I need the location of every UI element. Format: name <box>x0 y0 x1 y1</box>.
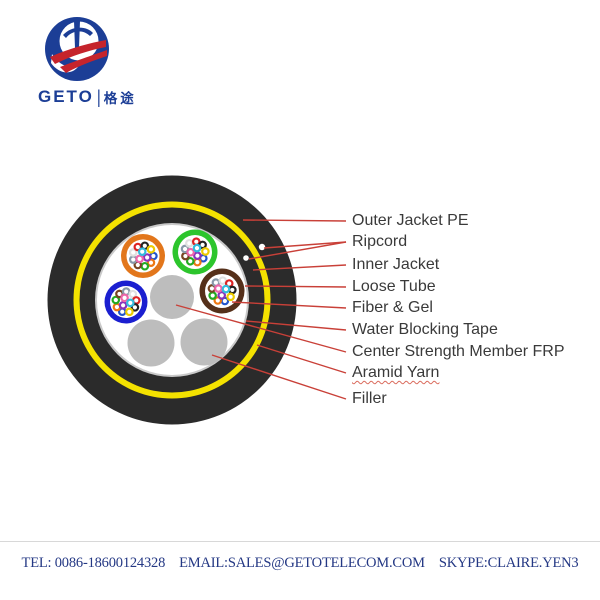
filler-right <box>180 318 228 366</box>
ripcord-dot <box>258 243 266 251</box>
fiber <box>128 289 138 299</box>
callout-line <box>248 241 347 260</box>
logo-red-swoosh-top <box>50 40 106 64</box>
logo-crossbar <box>63 27 93 38</box>
logo-emblem <box>45 17 109 81</box>
logo-brand-cn: 格途 <box>103 91 137 106</box>
ripcord-dot <box>243 255 249 261</box>
logo-brand: GETO <box>38 87 94 106</box>
footer-contact: TEL: 0086-18600124328 EMAIL:SALES@GETOTE… <box>0 555 600 572</box>
fiber <box>218 276 228 285</box>
fiber <box>186 247 195 257</box>
fiber <box>142 253 152 262</box>
fiber <box>192 243 202 253</box>
fiber <box>217 291 226 300</box>
callout-line <box>245 320 347 331</box>
fiber <box>126 298 135 308</box>
fiber <box>128 248 138 257</box>
fiber <box>120 293 129 303</box>
fiber <box>146 245 156 254</box>
fiber <box>214 284 223 293</box>
fiber <box>185 256 195 266</box>
callout-line <box>175 304 347 353</box>
logo-red-swoosh-bottom <box>60 50 107 73</box>
footer-email: EMAIL:SALES@GETOTELECOM.COM <box>179 555 425 571</box>
fiber <box>140 261 150 271</box>
fiber <box>221 284 231 294</box>
footer-divider <box>0 541 600 542</box>
fiber <box>135 254 144 264</box>
callout-line <box>256 344 347 374</box>
fiber <box>118 301 128 310</box>
filler-left <box>127 319 175 367</box>
footer-skype: SKYPE:CLAIRE.YEN3 <box>438 555 579 571</box>
footer-tel: TEL: 0086-18600124328 <box>21 555 166 571</box>
callout-line <box>244 285 347 288</box>
logo: GETO | 格途 <box>38 14 148 107</box>
logo-separator: | <box>96 86 101 108</box>
callout-line <box>231 301 347 309</box>
fiber <box>125 307 134 317</box>
fiber <box>185 238 194 248</box>
callout-line <box>252 264 347 271</box>
fiber <box>193 251 202 260</box>
fiber <box>208 291 217 300</box>
logo-text: GETO | 格途 <box>38 87 148 107</box>
callout-line <box>242 219 347 222</box>
fiber <box>201 247 210 256</box>
fiber <box>137 247 147 256</box>
callout-line <box>211 354 347 400</box>
fiber <box>226 292 235 302</box>
callout-line <box>263 241 347 249</box>
center-strength-member <box>150 275 194 319</box>
fiber <box>111 295 121 305</box>
